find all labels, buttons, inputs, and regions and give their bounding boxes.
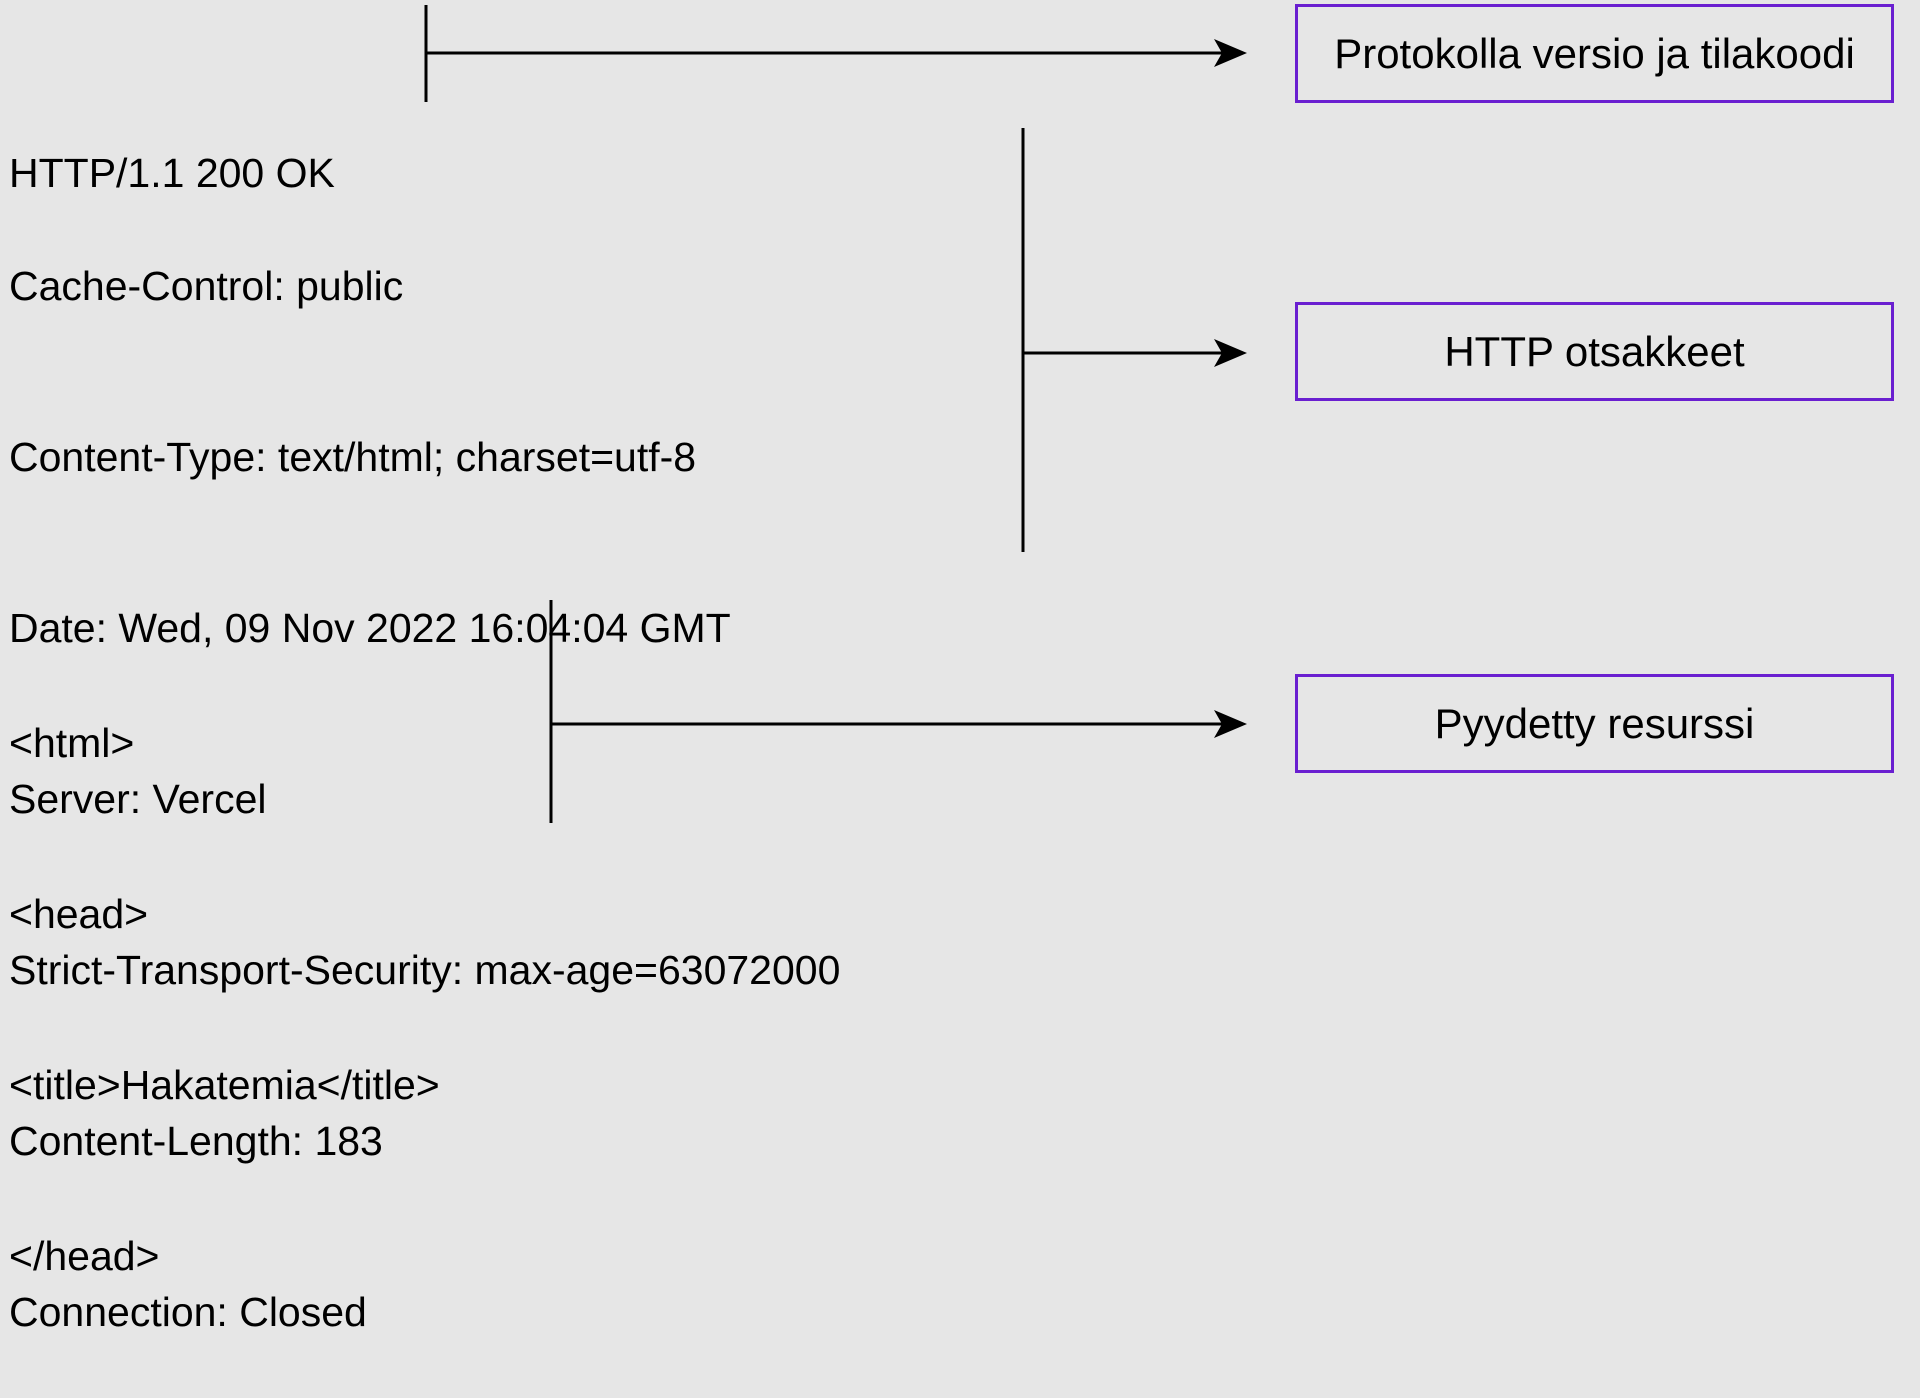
status-line: HTTP/1.1 200 OK [9, 150, 335, 196]
status-label-box: Protokolla versio ja tilakoodi [1295, 4, 1894, 103]
body-line: <head> [9, 891, 149, 937]
body-line: <html> [9, 720, 135, 766]
status-line-text: HTTP/1.1 200 OK [9, 31, 335, 259]
header-line: Content-Type: text/html; charset=utf-8 [9, 434, 697, 480]
body-line: <title>Hakatemia</title> [9, 1062, 440, 1108]
header-line: Server: Vercel [9, 776, 267, 822]
body-label-box: Pyydetty resurssi [1295, 674, 1894, 773]
status-label: Protokolla versio ja tilakoodi [1334, 29, 1855, 77]
header-line: Cache-Control: public [9, 263, 404, 309]
body-label: Pyydetty resurssi [1434, 699, 1755, 747]
header-line: Date: Wed, 09 Nov 2022 16:04:04 GMT [9, 605, 731, 651]
status-arrowhead [1214, 39, 1247, 67]
body-arrowhead [1214, 710, 1247, 738]
headers-label-box: HTTP otsakkeet [1295, 302, 1894, 401]
headers-arrowhead [1214, 339, 1247, 367]
headers-label: HTTP otsakkeet [1444, 327, 1745, 375]
connector-diagram [424, 5, 1247, 823]
body-line: </head> [9, 1233, 160, 1279]
